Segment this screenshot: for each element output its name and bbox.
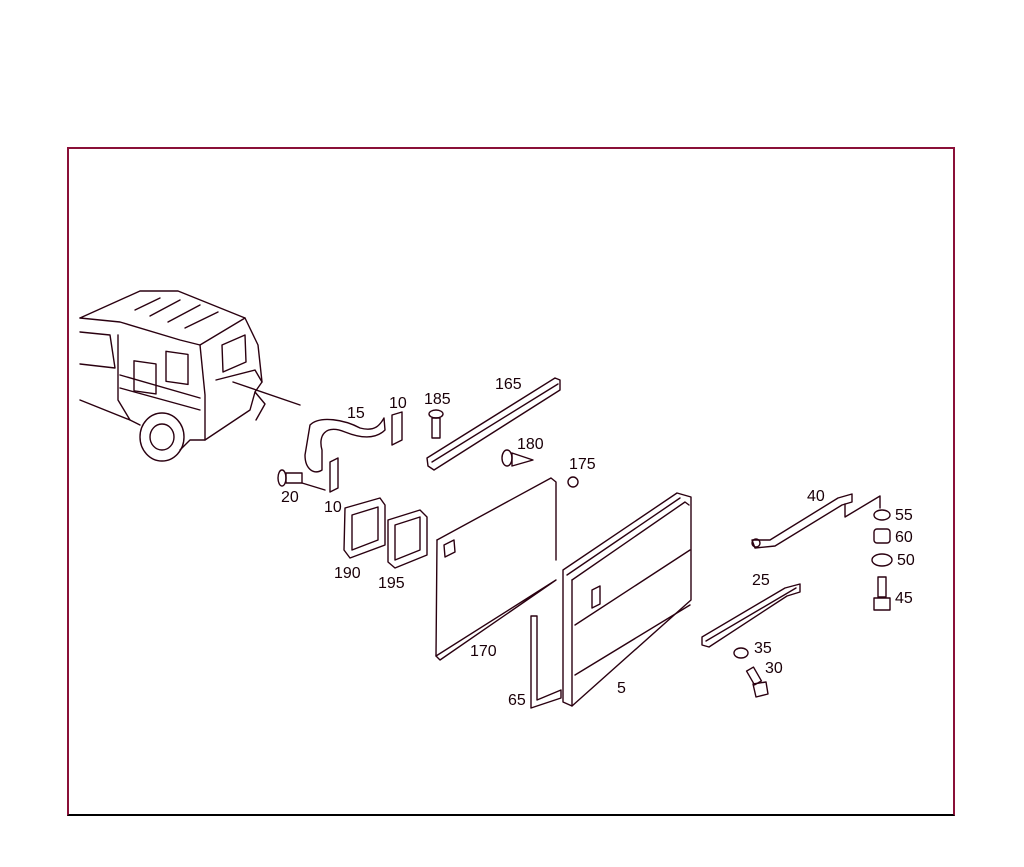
part-label-190: 190 [334, 565, 361, 582]
part-label-25: 25 [752, 572, 770, 589]
part-30-bolt [745, 666, 769, 698]
part-35-washer [733, 647, 749, 659]
part-label-35: 35 [754, 640, 772, 657]
hardware-stack [871, 509, 893, 611]
part-label-170: 170 [470, 643, 497, 660]
part-175-nut [567, 476, 579, 488]
part-label-40: 40 [807, 488, 825, 505]
part-190-frame [343, 497, 386, 559]
part-label-5: 5 [617, 680, 626, 697]
part-5-door [562, 492, 692, 707]
part-label-50: 50 [897, 552, 915, 569]
vehicle-illustration [79, 290, 301, 462]
part-40-arm [751, 493, 881, 549]
part-label-30: 30 [765, 660, 783, 677]
diagram-frame [67, 147, 955, 816]
part-label-60: 60 [895, 529, 913, 546]
part-label-15: 15 [347, 405, 365, 422]
part-label-65: 65 [508, 692, 526, 709]
part-label-175: 175 [569, 456, 596, 473]
part-label-20: 20 [281, 489, 299, 506]
part-180-screw [501, 449, 534, 467]
part-65-seal [530, 615, 562, 709]
part-label-195: 195 [378, 575, 405, 592]
part-label-45: 45 [895, 590, 913, 607]
part-label-10a: 10 [389, 395, 407, 412]
part-15-strap [304, 417, 386, 473]
part-165-rail [426, 377, 561, 471]
part-label-55: 55 [895, 507, 913, 524]
part-label-10b: 10 [324, 499, 342, 516]
part-25-rail [701, 583, 801, 648]
part-10-brackets [329, 411, 403, 493]
part-195-seal [387, 509, 428, 569]
part-185-screw [428, 409, 444, 439]
part-20-screw [277, 469, 326, 491]
part-label-165: 165 [495, 376, 522, 393]
part-label-185: 185 [424, 391, 451, 408]
part-170-trim-panel [435, 477, 557, 661]
part-label-180: 180 [517, 436, 544, 453]
